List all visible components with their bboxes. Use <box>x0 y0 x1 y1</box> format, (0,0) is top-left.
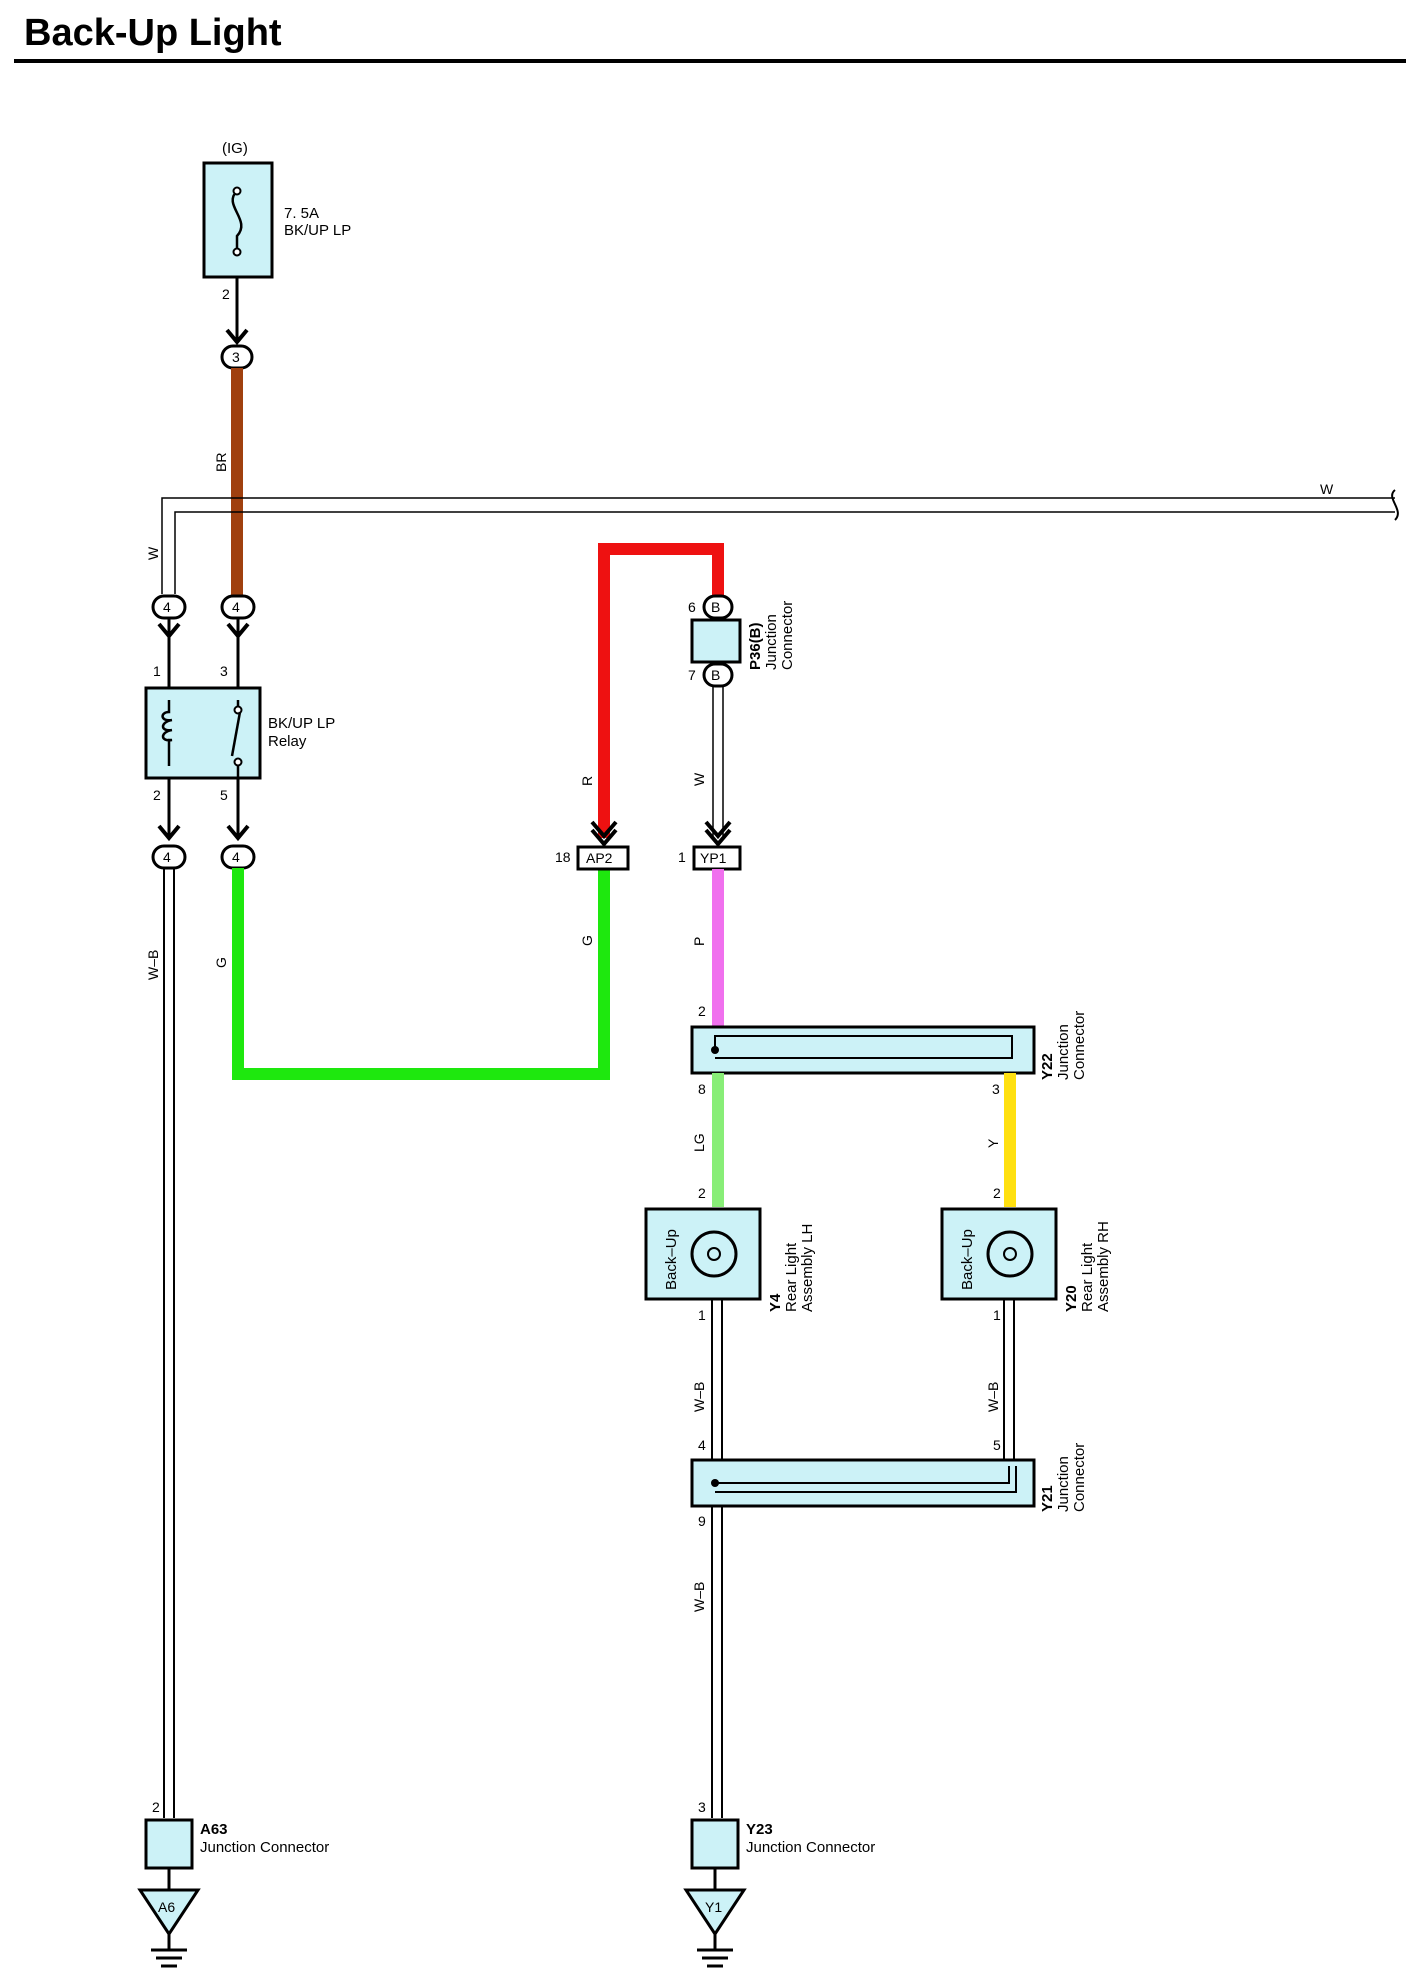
rh-pin-2: 2 <box>993 1185 1001 1201</box>
y21-pin-9: 9 <box>698 1513 706 1529</box>
junction-p36-box <box>690 618 742 664</box>
yp1-pin-1: 1 <box>678 849 686 865</box>
lamp-lh-line1: Rear Light <box>783 1242 800 1312</box>
wire-lg <box>712 1073 724 1207</box>
wire-w-mid-label: W <box>691 772 707 786</box>
title-rule <box>14 59 1406 63</box>
ap2-pin-18: 18 <box>555 849 571 865</box>
lamp-rh-box <box>940 1207 1058 1301</box>
y22-line1: Junction <box>1055 1024 1072 1080</box>
fuse-icon <box>231 190 243 252</box>
connector-4-a-label: 4 <box>163 599 171 615</box>
p36-connector-b-bottom: B <box>711 667 720 683</box>
lamp-rh-bulb-label: Back–Up <box>959 1229 976 1290</box>
a63-label: Junction Connector <box>200 1839 329 1856</box>
y23-pin-3: 3 <box>698 1799 706 1815</box>
relay-pin-3: 3 <box>220 663 228 679</box>
wire-g-label-1: G <box>213 957 229 968</box>
wire-w-left-label: W <box>145 546 161 560</box>
p36-pin-7: 7 <box>688 667 696 683</box>
wire-g <box>232 868 610 1080</box>
relay-name-1: BK/UP LP <box>268 715 335 732</box>
connector-ap2 <box>576 845 630 871</box>
wire-wb-lh-label: W–B <box>691 1382 707 1412</box>
wire-y-label: Y <box>985 1138 1001 1148</box>
fuse-box <box>202 161 274 279</box>
ground-a6-icon <box>137 1888 201 1937</box>
wire-r-label: R <box>579 776 595 786</box>
lamp-lh-line2: Assembly LH <box>799 1224 816 1312</box>
p36-pin-6: 6 <box>688 599 696 615</box>
connector-4-b-label: 4 <box>232 599 240 615</box>
connector-ap2-label: AP2 <box>586 850 613 866</box>
relay-name-2: Relay <box>268 733 307 750</box>
p36-line2: Connector <box>779 601 796 670</box>
wire-w-top-label: W <box>1320 481 1334 497</box>
fuse-name: BK/UP LP <box>284 222 351 239</box>
fuse-rating: 7. 5A <box>284 205 319 222</box>
rh-pin-1: 1 <box>993 1307 1001 1323</box>
y22-line2: Connector <box>1071 1011 1088 1080</box>
wire-wb-rh-label: W–B <box>985 1382 1001 1412</box>
y21-code: Y21 <box>1039 1485 1056 1512</box>
connector-4-c <box>151 844 187 870</box>
wire-lg-label: LG <box>691 1133 707 1152</box>
lamp-rh-line1: Rear Light <box>1079 1242 1096 1312</box>
p36-line1: Junction <box>763 614 780 670</box>
y23-code: Y23 <box>746 1821 773 1838</box>
junction-a63-box <box>144 1818 194 1870</box>
wire-br <box>231 368 243 608</box>
junction-y23-box <box>690 1818 740 1870</box>
y21-pin-5: 5 <box>993 1437 1001 1453</box>
relay-box <box>144 686 262 780</box>
relay-switch-icon <box>230 711 242 757</box>
wire-wb-left-label: W–B <box>145 950 161 980</box>
relay-pin-2: 2 <box>153 787 161 803</box>
p36-connector-b-top: B <box>711 599 720 615</box>
relay-coil-icon <box>161 700 173 766</box>
y21-pin-4: 4 <box>698 1437 706 1453</box>
lh-pin-2: 2 <box>698 1185 706 1201</box>
y22-pin-8: 8 <box>698 1081 706 1097</box>
ground-y1-icon <box>683 1888 747 1937</box>
y23-label: Junction Connector <box>746 1839 875 1856</box>
y21-line1: Junction <box>1055 1456 1072 1512</box>
lamp-rh-line2: Assembly RH <box>1095 1221 1112 1312</box>
relay-pin-1: 1 <box>153 663 161 679</box>
wire-p-label: P <box>691 937 707 946</box>
wire-wb-center-label: W–B <box>691 1582 707 1612</box>
ground-y1-label: Y1 <box>705 1899 722 1915</box>
connector-4-d-label: 4 <box>232 849 240 865</box>
page-title: Back-Up Light <box>24 12 282 54</box>
junction-y22-box <box>690 1025 1036 1075</box>
bulb-rh-icon <box>986 1230 1034 1278</box>
fuse-pin-2: 2 <box>222 286 230 302</box>
wire-r <box>598 543 724 838</box>
lamp-lh-box <box>644 1207 762 1301</box>
wire-p <box>712 869 724 1027</box>
ig-source-label: (IG) <box>222 140 248 157</box>
relay-pin-5: 5 <box>220 787 228 803</box>
y21-line2: Connector <box>1071 1443 1088 1512</box>
wire-g-label-2: G <box>579 935 595 946</box>
ground-a6-label: A6 <box>158 1899 175 1915</box>
y22-pin-2: 2 <box>698 1003 706 1019</box>
lamp-rh-code: Y20 <box>1063 1285 1080 1312</box>
a63-pin-2: 2 <box>152 1799 160 1815</box>
connector-yp1-label: YP1 <box>700 850 727 866</box>
lamp-lh-code: Y4 <box>767 1293 784 1312</box>
p36-code: P36(B) <box>747 622 764 670</box>
wire-br-label: BR <box>213 453 229 472</box>
y22-code: Y22 <box>1039 1053 1056 1080</box>
lamp-lh-bulb-label: Back–Up <box>663 1229 680 1290</box>
connector-4-c-label: 4 <box>163 849 171 865</box>
bulb-lh-icon <box>690 1230 738 1278</box>
a63-code: A63 <box>200 1821 228 1838</box>
lh-pin-1: 1 <box>698 1307 706 1323</box>
wire-y <box>1004 1073 1016 1207</box>
y22-pin-3: 3 <box>992 1081 1000 1097</box>
connector-3-label: 3 <box>232 349 240 365</box>
